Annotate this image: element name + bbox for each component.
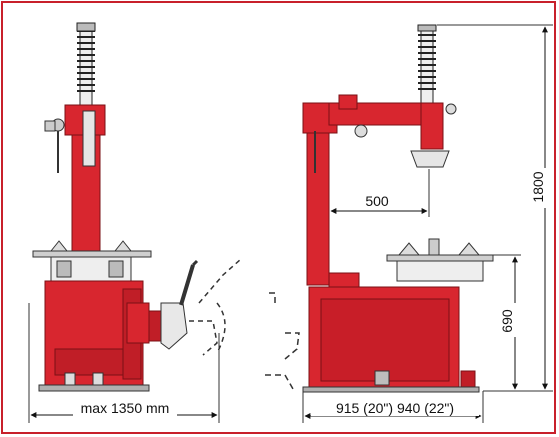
overall-width-label: max 1350 mm (81, 400, 170, 416)
side-column-spring (417, 24, 437, 106)
front-turntable (32, 240, 152, 282)
front-column-spring (76, 22, 96, 114)
side-bead-breaker-path (265, 292, 300, 390)
base-length-dimension: 915 (20") 940 (22") (302, 391, 484, 423)
side-view-machine (265, 24, 494, 393)
arm-reach-dimension: 500 (330, 169, 430, 217)
side-turntable (386, 238, 494, 282)
side-tower (306, 106, 330, 286)
total-height-label: 1800 (530, 171, 546, 202)
base-length-label: 915 (20") 940 (22") (336, 400, 454, 416)
table-height-dimension: 690 (493, 254, 521, 390)
front-view-machine (32, 22, 242, 392)
total-height-dimension: 1800 (437, 24, 553, 392)
arm-reach-label: 500 (365, 193, 389, 209)
overall-width-dimension: max 1350 mm (28, 303, 220, 423)
bead-breaker-travel-path (189, 258, 242, 356)
tire-changer-drawing: max 1350 mm (28, 22, 553, 423)
front-bead-breaker (148, 259, 199, 350)
table-height-label: 690 (499, 309, 515, 333)
